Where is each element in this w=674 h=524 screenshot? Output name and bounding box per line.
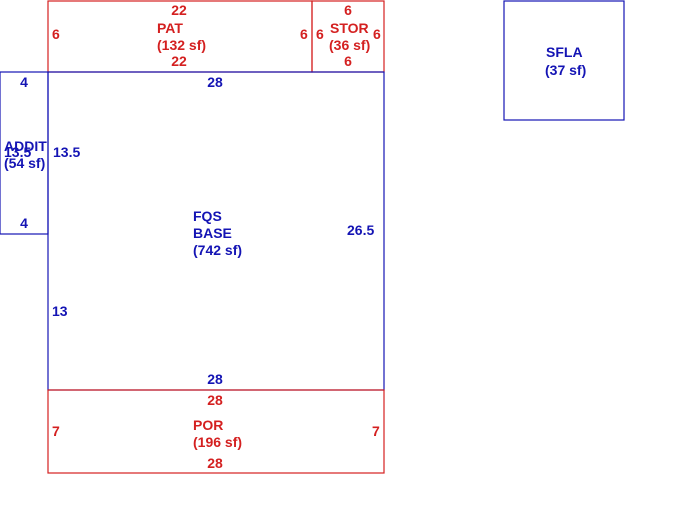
addit-outline <box>0 71 49 235</box>
base-label-line1: FQS <box>193 208 222 224</box>
stor-right-dim: 6 <box>373 26 381 42</box>
base-label-line2: BASE <box>193 225 232 241</box>
base-area: (742 sf) <box>193 242 242 258</box>
addit-right-dim: 13.5 <box>53 144 80 160</box>
base-bottom-dim: 28 <box>207 371 223 387</box>
sfla-area: (37 sf) <box>545 62 586 78</box>
pat-bottom-dim: 22 <box>171 53 187 69</box>
por-area: (196 sf) <box>193 434 242 450</box>
por-top-dim: 28 <box>207 392 223 408</box>
base-left-dim: 13 <box>52 303 68 319</box>
pat-right-dim: 6 <box>300 26 308 42</box>
pat-area: (132 sf) <box>157 37 206 53</box>
addit-label: ADDIT <box>4 138 47 154</box>
sfla-outline <box>503 0 625 121</box>
addit-bottom-dim: 4 <box>20 215 28 231</box>
por-left-dim: 7 <box>52 423 60 439</box>
addit-top-dim: 4 <box>20 74 28 90</box>
addit-area: (54 sf) <box>4 155 45 171</box>
stor-label: STOR <box>330 20 369 36</box>
pat-label: PAT <box>157 20 183 36</box>
stor-area: (36 sf) <box>329 37 370 53</box>
addit-left-dim: 13.5 <box>4 144 31 160</box>
pat-left-dim: 6 <box>52 26 60 42</box>
por-bottom-dim: 28 <box>207 455 223 471</box>
pat-top-dim: 22 <box>171 2 187 18</box>
por-outline <box>47 389 385 474</box>
sfla-label: SFLA <box>546 44 583 60</box>
stor-bottom-dim: 6 <box>344 53 352 69</box>
stor-top-dim: 6 <box>344 2 352 18</box>
por-label: POR <box>193 417 223 433</box>
base-right-dim: 26.5 <box>347 222 374 238</box>
por-right-dim: 7 <box>372 423 380 439</box>
stor-left-dim: 6 <box>316 26 324 42</box>
base-top-dim: 28 <box>207 74 223 90</box>
